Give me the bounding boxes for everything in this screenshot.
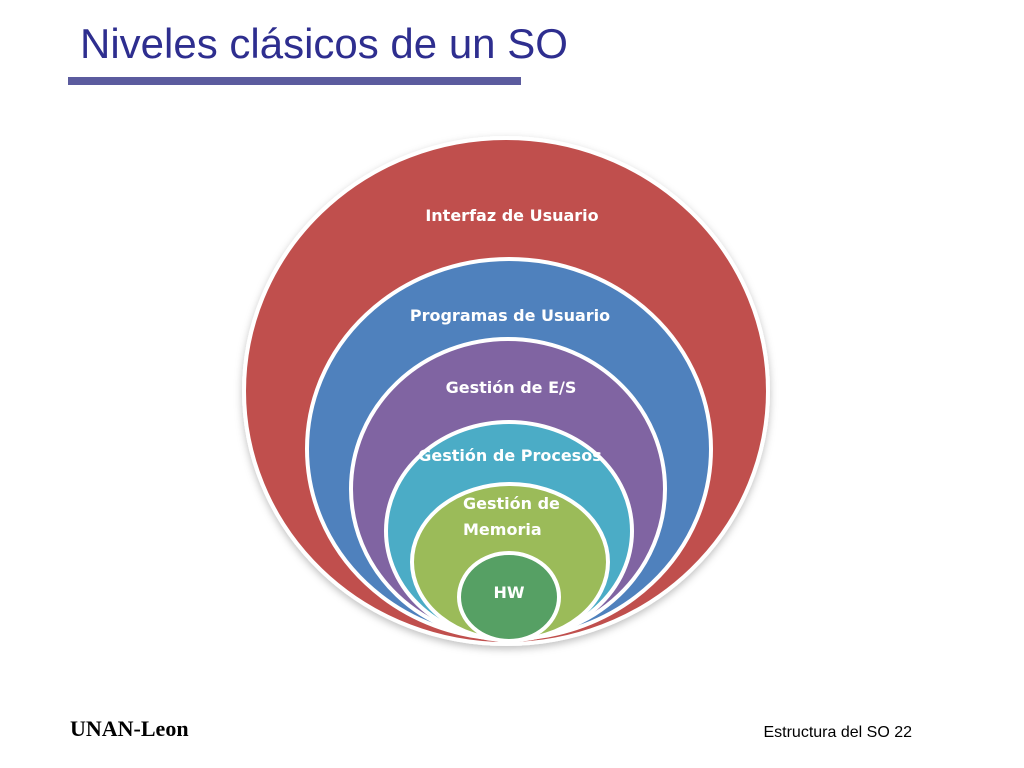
layer-label-memoria-line2: Memoria [463,520,542,539]
layer-label-procesos: Gestión de Procesos [418,446,601,465]
title-underline [68,77,521,85]
institution-label: UNAN-Leon [70,716,189,741]
slide-footer-info: Estructura del SO 22 [763,724,912,741]
layer-label-memoria-line1: Gestión de [463,494,560,513]
layer-hw: HW [457,551,561,643]
layer-label-programas: Programas de Usuario [410,306,610,325]
layer-label-es: Gestión de E/S [446,378,577,397]
slide-title: Niveles clásicos de un SO [80,20,568,67]
layer-label-hw: HW [493,583,524,602]
layer-circle-hw [457,551,561,643]
layer-label-interfaz: Interfaz de Usuario [425,206,598,225]
